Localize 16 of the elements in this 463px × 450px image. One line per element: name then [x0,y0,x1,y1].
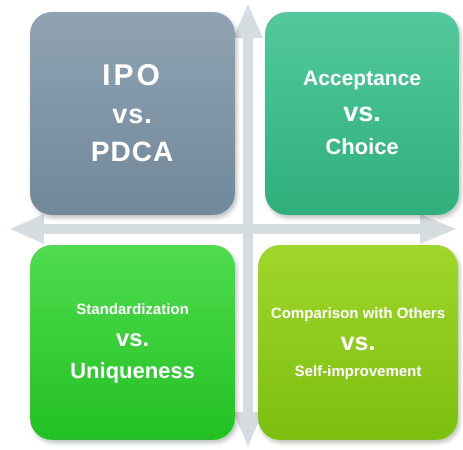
quadrant-card [258,245,458,440]
quadrant-card [30,245,235,440]
versus-text: vs. [343,97,381,128]
heading-text: Uniqueness [70,358,195,384]
heading-text: IPO [102,58,163,94]
heading-text: Choice [325,134,399,160]
heading-text: Self-improvement [294,362,422,380]
heading-text: Acceptance [303,67,421,92]
quadrant-card [265,12,459,215]
versus-text: vs. [340,328,376,357]
heading-text: PDCA [90,136,174,168]
versus-text: vs. [116,324,150,352]
heading-text: Standardization [76,301,189,319]
heading-text: Comparison with Others [270,304,446,322]
versus-text: vs. [112,99,153,130]
quadrant-card [30,12,235,215]
